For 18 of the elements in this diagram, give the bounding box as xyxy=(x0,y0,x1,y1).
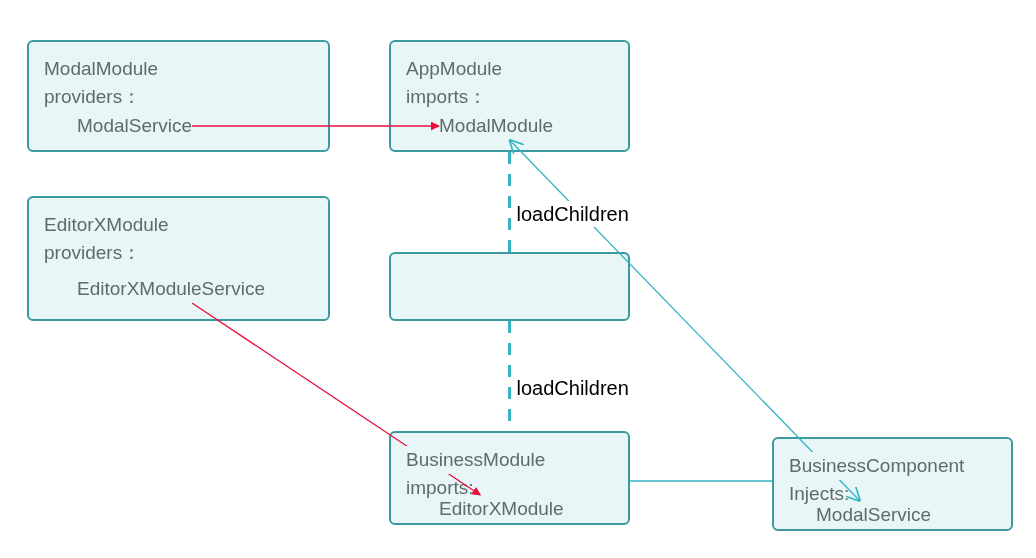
arrow xyxy=(191,121,440,131)
arrow xyxy=(191,302,482,496)
module-box xyxy=(27,196,330,321)
module-title: BusinessComponent xyxy=(789,452,965,480)
edge-label: loadChildren xyxy=(516,201,629,227)
section-label: providers： xyxy=(44,85,142,109)
item-label: ModalService xyxy=(77,112,193,140)
module-title: BusinessModule xyxy=(406,446,546,474)
module-box xyxy=(389,40,630,152)
empty-module-box xyxy=(389,252,630,321)
module-box xyxy=(389,431,630,525)
section-label: providers： xyxy=(44,241,142,265)
section-label: imports： xyxy=(406,85,488,109)
item-label: ModalModule xyxy=(439,112,554,140)
item-label: EditorXModuleService xyxy=(77,275,265,303)
module-box xyxy=(27,40,330,152)
module-box xyxy=(772,437,1013,531)
dashed-connector xyxy=(508,152,511,252)
